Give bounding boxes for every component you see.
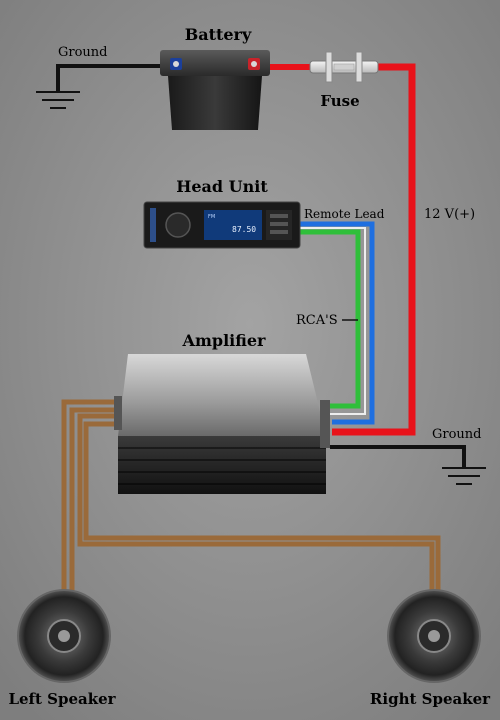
ground-wire-battery (56, 64, 160, 92)
ground-wire-amplifier (330, 445, 466, 468)
battery-lid (160, 50, 270, 76)
label-amplifier: Amplifier (182, 331, 267, 350)
head-unit: FM 87.50 (143, 201, 301, 249)
battery-body (168, 76, 262, 130)
right-speaker (387, 589, 481, 683)
wires (56, 63, 466, 600)
amplifier (114, 354, 330, 494)
label-battery: Battery (185, 25, 252, 44)
label-remote-lead: Remote Lead (304, 207, 385, 221)
display-frequency: 87.50 (232, 225, 256, 234)
speaker-wire-left-b (69, 407, 118, 600)
rca-wire-white (300, 227, 366, 415)
speaker-wire-left-a (61, 399, 118, 600)
ground-symbol-right (442, 467, 486, 485)
label-fuse: Fuse (320, 92, 359, 110)
volume-knob (165, 212, 191, 238)
power-wire-12v (332, 63, 416, 436)
amplifier-speaker-terminals (114, 396, 122, 430)
amplifier-input-terminals (320, 400, 330, 448)
remote-lead-wire (300, 221, 375, 425)
rca-wire-green (300, 229, 361, 409)
left-speaker (17, 589, 111, 683)
battery (160, 50, 270, 130)
ground-symbol-top (36, 91, 80, 109)
head-unit-display (204, 210, 262, 240)
label-rcas: RCA'S (296, 313, 338, 328)
label-head-unit: Head Unit (176, 177, 268, 196)
label-ground-right: Ground (432, 427, 482, 442)
amplifier-heatsink (118, 436, 326, 494)
amplifier-top-panel (118, 354, 326, 436)
label-left-speaker: Left Speaker (8, 690, 116, 708)
label-ground-top: Ground (58, 45, 108, 60)
fuse (309, 51, 379, 83)
label-voltage: 12 V(+) (424, 207, 475, 222)
speaker-wire-right-a (77, 413, 435, 600)
label-right-speaker: Right Speaker (370, 690, 491, 708)
display-band: FM (208, 214, 215, 220)
head-unit-left-buttons (150, 208, 156, 242)
speaker-wire-right-b (83, 421, 441, 600)
